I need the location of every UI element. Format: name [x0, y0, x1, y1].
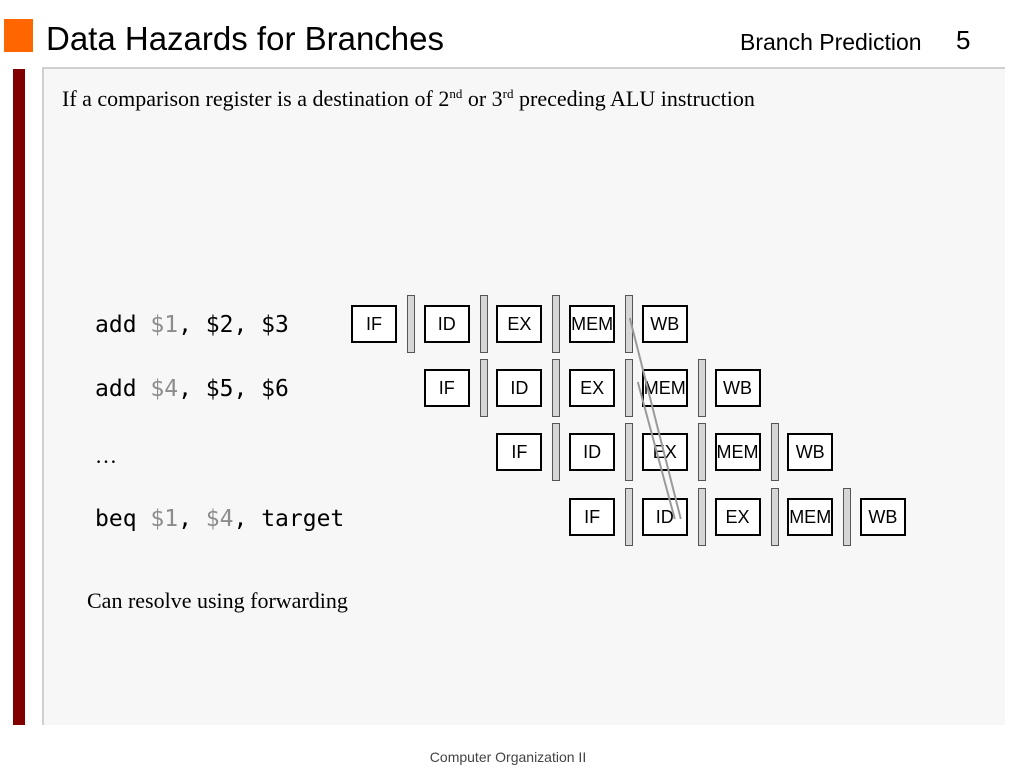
- src-register-1: $1: [150, 506, 179, 532]
- intro-text: If a comparison register is a destinatio…: [62, 84, 755, 114]
- stage-wb: WB: [714, 369, 761, 407]
- stage-mem: MEM: [787, 498, 834, 536]
- pipeline-register: [770, 423, 779, 481]
- slide-title: Data Hazards for Branches: [46, 20, 445, 57]
- instruction-add-1: add $1, $2, $3: [95, 310, 289, 340]
- stage-wb: WB: [859, 498, 906, 536]
- opcode: add: [95, 312, 151, 338]
- stage-if: IF: [569, 498, 616, 536]
- stage-mem: MEM: [641, 369, 688, 407]
- stage-if: IF: [351, 305, 397, 343]
- stage-id: ID: [569, 433, 616, 471]
- pipeline-register: [625, 488, 634, 546]
- ellipsis: …: [95, 443, 117, 468]
- conclusion-text: Can resolve using forwarding: [87, 588, 348, 613]
- pipeline-register: [625, 423, 634, 481]
- stage-wb: WB: [641, 305, 688, 343]
- pipeline-register: [552, 423, 561, 481]
- stage-ex: EX: [641, 433, 688, 471]
- section-label: Branch Prediction: [740, 29, 922, 55]
- intro-middle: or 3: [462, 86, 503, 111]
- stage-if: IF: [496, 433, 543, 471]
- operands: , target: [233, 506, 345, 532]
- pipeline-register: [552, 295, 561, 353]
- operands: , $2, $3: [178, 312, 289, 338]
- pipeline-register: [552, 359, 561, 417]
- intro-before: If a comparison register is a destinatio…: [62, 86, 450, 111]
- stage-if: IF: [423, 369, 470, 407]
- page-number: 5: [956, 25, 971, 55]
- stage-wb: WB: [787, 433, 834, 471]
- src-register-2: $4: [205, 506, 234, 532]
- pipeline-register: [625, 359, 634, 417]
- pipeline-register: [697, 359, 706, 417]
- dest-register: $4: [150, 376, 179, 402]
- opcode: add: [95, 376, 151, 402]
- stage-ex: EX: [569, 369, 616, 407]
- instruction-add-2: add $4, $5, $6: [95, 374, 289, 404]
- sidebar-bar: [13, 69, 25, 725]
- operands: , $5, $6: [178, 376, 289, 402]
- stage-mem: MEM: [714, 433, 761, 471]
- pipeline-register: [697, 423, 706, 481]
- intro-sup-nd: nd: [449, 86, 463, 101]
- dest-register: $1: [150, 312, 179, 338]
- stage-id: ID: [496, 369, 543, 407]
- intro-sup-rd: rd: [502, 86, 514, 101]
- pipeline-register: [770, 488, 779, 546]
- footer-text: Computer Organization II: [429, 749, 587, 765]
- pipeline-register: [479, 359, 488, 417]
- pipeline-register: [407, 295, 415, 353]
- stage-id: ID: [641, 498, 688, 536]
- instruction-beq: beq $1, $4, target: [95, 504, 344, 534]
- intro-after: preceding ALU instruction: [513, 86, 755, 111]
- stage-ex: EX: [496, 305, 543, 343]
- stage-id: ID: [423, 305, 470, 343]
- separator: ,: [178, 506, 206, 532]
- opcode: beq: [95, 506, 151, 532]
- pipeline-register: [625, 295, 634, 353]
- pipeline-register: [479, 295, 488, 353]
- pipeline-register: [843, 488, 852, 546]
- pipeline-register: [697, 488, 706, 546]
- stage-ex: EX: [714, 498, 761, 536]
- stage-mem: MEM: [569, 305, 616, 343]
- accent-square: [4, 19, 33, 52]
